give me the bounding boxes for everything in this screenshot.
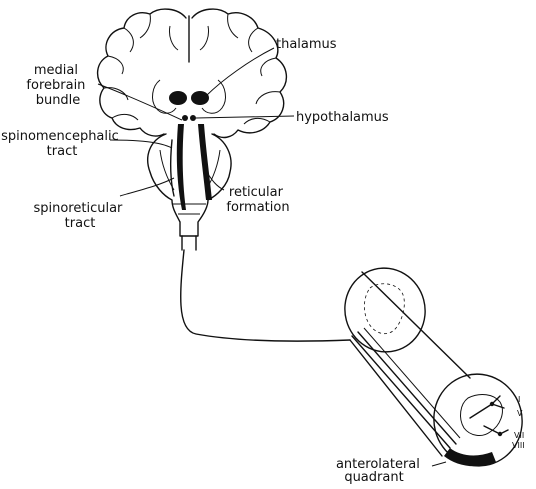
brainstem-outline <box>148 134 231 236</box>
label-spinomencephalic-tract-line: tract <box>47 144 78 159</box>
lamina-label: I <box>518 395 520 404</box>
reticular-formation-column <box>177 124 186 210</box>
label-anterolateral-quadrant-line: quadrant <box>344 470 403 484</box>
right-thalamus-mass <box>191 91 209 105</box>
brain-section <box>98 9 287 137</box>
label-reticular-formation: reticular formation <box>226 185 289 215</box>
left-sulci <box>104 14 178 120</box>
label-spinomencephalic-tract: spinomencephalic tract <box>1 129 123 159</box>
label-reticular-formation-line: reticular <box>229 185 284 200</box>
brainstem-inner-lines <box>160 150 220 214</box>
label-spinomencephalic-tract-line: spinomencephalic <box>1 129 119 144</box>
cord-far-end <box>335 259 434 361</box>
hypothalamus-leader <box>196 116 294 118</box>
label-spinoreticular-tract: spinoreticular tract <box>33 201 126 231</box>
anterolateral-quadrant-leader <box>432 462 446 466</box>
label-hypothalamus: hypothalamus <box>296 110 389 125</box>
ventricle-outline <box>153 80 226 113</box>
labels: thalamus medial forebrain bundle hypotha… <box>1 37 524 484</box>
spinoreticular-leader <box>120 178 174 196</box>
anterolateral-tract-line <box>352 336 450 448</box>
neuron-soma <box>498 432 502 436</box>
label-spinoreticular-tract-line: tract <box>65 216 96 231</box>
spinal-cord-stalk <box>182 236 196 250</box>
lamina-label: V <box>517 409 523 418</box>
leader-lines <box>98 48 446 466</box>
left-thalamus-mass <box>169 91 187 105</box>
label-reticular-formation-line: formation <box>226 200 289 215</box>
lamina-label: VII <box>514 431 524 440</box>
neuron-soma <box>490 402 494 406</box>
far-end-grey-matter <box>364 284 404 334</box>
label-spinoreticular-tract-line: spinoreticular <box>33 201 123 216</box>
label-medial-forebrain-bundle-line: forebrain <box>26 78 85 93</box>
hypothalamus-dot <box>182 115 188 121</box>
label-medial-forebrain-bundle-line: bundle <box>36 93 81 108</box>
medial-forebrain-bundle-leader <box>98 84 182 120</box>
anterolateral-tract-line <box>364 328 460 438</box>
cord-bottom-edge <box>350 340 442 456</box>
label-medial-forebrain-bundle-line: medial <box>34 63 78 78</box>
anterolateral-tract-line <box>358 332 456 444</box>
spinomencephalic-tract-line <box>171 140 174 196</box>
lamina-label: VIII <box>512 441 525 450</box>
label-anterolateral-quadrant: anterolateral quadrant <box>336 457 424 484</box>
ascending-fiber <box>181 250 350 341</box>
hypothalamus-dot <box>190 115 196 121</box>
label-thalamus: thalamus <box>276 37 337 52</box>
cord-top-edge <box>362 272 470 378</box>
anterolateral-quadrant-band <box>444 448 496 466</box>
left-hemisphere-outline <box>98 9 186 136</box>
label-medial-forebrain-bundle: medial forebrain bundle <box>26 63 89 108</box>
thalamus-leader <box>206 48 274 96</box>
spinal-cord-segment <box>335 259 532 476</box>
reticular-formation-column <box>198 124 212 200</box>
